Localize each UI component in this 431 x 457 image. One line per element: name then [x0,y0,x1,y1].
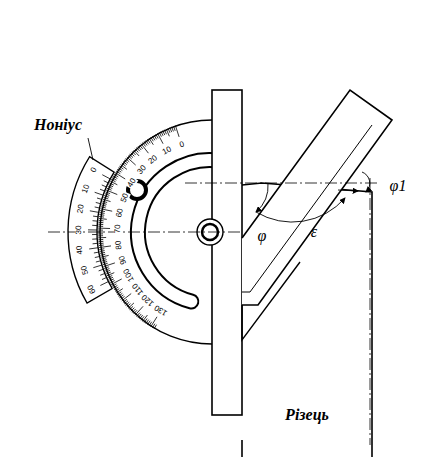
vernier-tick [102,175,110,179]
vernier-tick [96,202,101,203]
vernier-tick [93,243,98,245]
vernier-tick [104,181,109,183]
scale-number: 130 [153,303,170,318]
vernier-tick [100,282,108,286]
vernier-tick [88,229,97,230]
vernier-tick [93,265,102,268]
vernier-tick [92,238,97,239]
blade-lower [242,262,300,340]
scale-tick [157,133,163,144]
scale-number: 10 [160,145,173,157]
angle-label: φ1 [390,178,407,194]
vernier-tick [93,220,98,221]
vernier-tick [102,185,107,187]
vernier-tick [94,252,99,254]
center-lines [48,178,378,445]
vernier-tick [96,261,101,262]
vernier-tick [93,216,98,218]
vernier-tick [100,189,105,191]
blade-edge [242,125,372,292]
part-name: Різець [285,406,329,424]
vernier-tick [95,256,100,257]
scale-number: 60 [115,207,125,219]
scale-number: 50 [119,191,131,204]
scale-number: 30 [135,164,148,177]
angle-label: ε [311,224,317,240]
vernier-tick [100,273,105,275]
vernier-number: 30 [75,224,83,235]
slot-inner [138,160,223,302]
vernier-label: Ноніус [34,117,82,133]
leader-line [88,138,93,160]
blade [242,90,392,305]
vernier-tick [99,269,104,271]
vernier-tick [92,225,97,226]
scale-tick [98,237,106,238]
scale-number: 0 [177,140,186,150]
cutter-label-area: Різець [244,395,370,435]
vernier-tick [95,192,104,195]
vernier-tick [95,207,100,208]
scale-number: 80 [114,239,123,251]
vernier-number: 40 [76,244,85,256]
scale-number: 20 [147,153,161,166]
angle-label: φ [258,228,267,244]
vernier-tick [89,248,98,249]
scale-number: 90 [117,254,128,267]
vernier-tick [92,234,97,235]
base-bar [212,90,242,415]
vernier-block [68,157,114,303]
scale-number: 70 [114,223,122,234]
angle-arcs [256,172,370,222]
vernier-tick [102,278,107,280]
slot [138,160,223,302]
vernier-tick [97,198,102,199]
vernier-tick [90,211,99,213]
scale-tick [175,125,179,136]
